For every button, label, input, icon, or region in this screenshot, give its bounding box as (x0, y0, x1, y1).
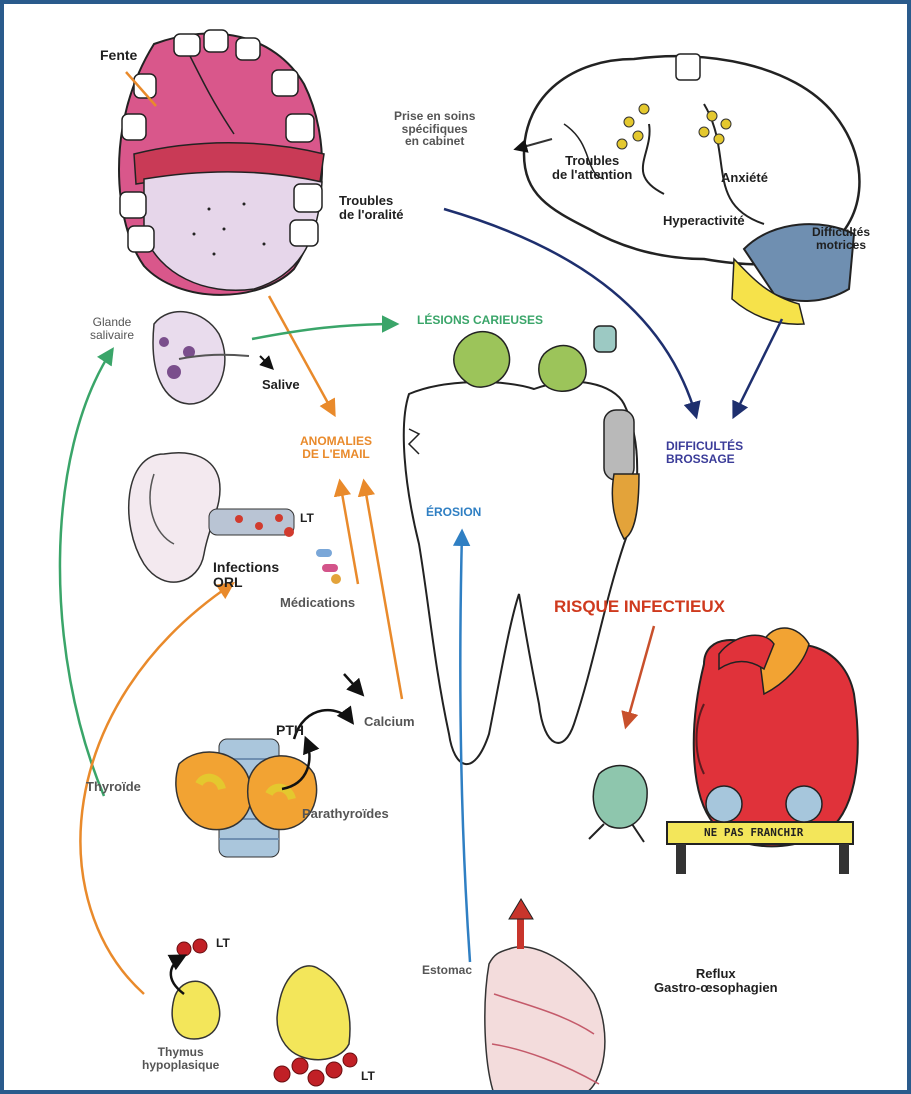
brain-illustration (524, 54, 859, 324)
label-hyperactivite: Hyperactivité (663, 214, 745, 228)
label-infections-orl: Infections ORL (213, 560, 279, 589)
label-anomalies-email: ANOMALIES DE L'EMAIL (300, 435, 372, 460)
label-difficultes-motrices: Difficultés motrices (812, 226, 870, 251)
barrier-sign-text: NE PAS FRANCHIR (704, 826, 803, 839)
arrow-gland-to-salive (260, 356, 272, 368)
label-difficultes-brossage: DIFFICULTÉS BROSSAGE (666, 440, 743, 465)
label-anxiete: Anxiété (721, 171, 768, 185)
label-erosion: ÉROSION (426, 506, 481, 519)
arrow-into-calcium (344, 674, 362, 694)
medication-pills (316, 549, 341, 584)
label-reflux: Reflux Gastro-œsophagien (654, 967, 778, 994)
label-troubles-oralite: Troubles de l'oralité (339, 194, 404, 221)
label-troubles-attention: Troubles de l'attention (552, 154, 632, 181)
label-parathyroides: Parathyroïdes (302, 807, 389, 821)
arrow-palate-to-email (269, 296, 334, 414)
label-calcium: Calcium (364, 715, 415, 729)
germ-illustration (589, 766, 647, 842)
label-estomac: Estomac (422, 964, 472, 977)
arrow-medications-to-email (340, 482, 358, 584)
label-thyroide: Thyroïde (86, 780, 141, 794)
stomach-illustration (485, 899, 605, 1094)
label-lesions-carieuses: LÉSIONS CARIEUSES (417, 314, 543, 327)
label-lt-thymus-big: LT (361, 1070, 375, 1083)
arrow-motrices-to-brossage (734, 319, 782, 416)
arrow-risque-to-heart (626, 626, 654, 726)
thyroid-illustration (176, 739, 317, 857)
palate-illustration (119, 30, 324, 295)
salivary-gland-illustration (153, 312, 249, 404)
label-salive: Salive (262, 378, 300, 392)
label-lt-thymus-small: LT (216, 937, 230, 950)
label-fente: Fente (100, 48, 137, 63)
label-pth: PTH (276, 723, 304, 738)
label-medications: Médications (280, 596, 355, 610)
label-thymus: Thymus hypoplasique (142, 1046, 219, 1071)
label-risque-infectieux: RISQUE INFECTIEUX (554, 598, 725, 616)
illustration-canvas (4, 4, 911, 1094)
label-glande-salivaire: Glande salivaire (90, 316, 134, 341)
tooth-illustration (404, 326, 637, 764)
label-prise-en-soins: Prise en soins spécifiques en cabinet (394, 110, 475, 148)
arrow-calcium-to-email (364, 482, 402, 699)
label-lt-ear: LT (300, 512, 314, 525)
arrow-gland-to-lesions (252, 324, 396, 339)
